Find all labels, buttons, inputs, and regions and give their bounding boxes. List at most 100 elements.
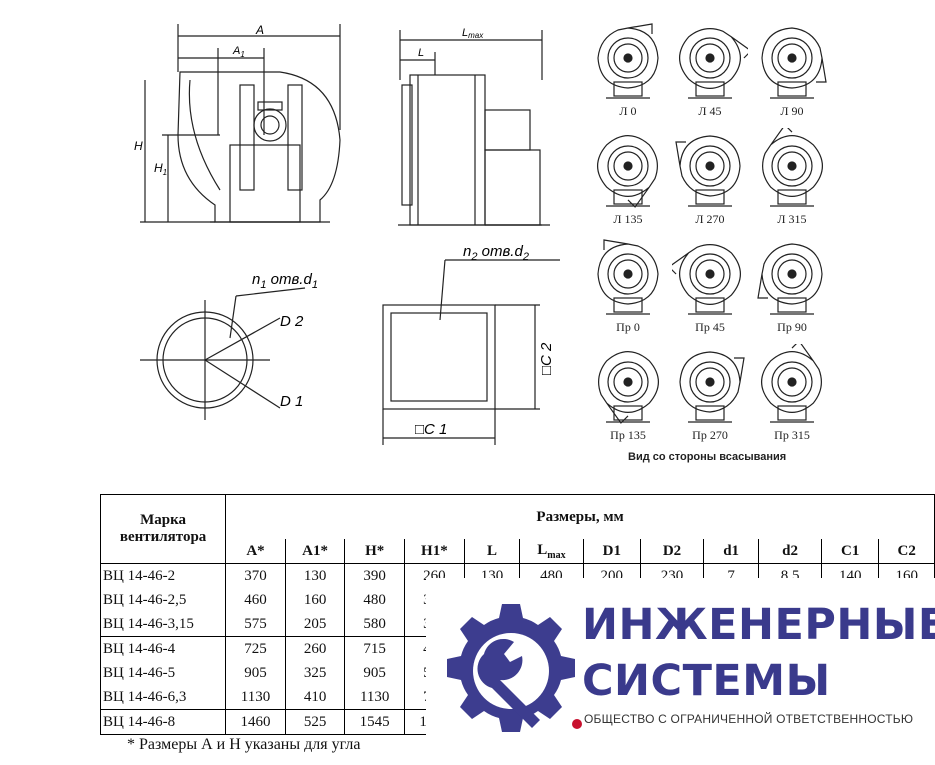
value-cell: 905 bbox=[344, 661, 405, 685]
fan-orientation-icon bbox=[596, 134, 658, 208]
fan-orientation-icon bbox=[597, 239, 659, 315]
value-cell: 725 bbox=[225, 636, 286, 661]
value-cell: 160 bbox=[284, 588, 345, 612]
fan-orientation-icon bbox=[598, 350, 660, 424]
value-cell: 1130 bbox=[240, 688, 271, 705]
value-cell: 390 bbox=[344, 563, 405, 588]
orientation-item: Пр 0 bbox=[590, 236, 666, 336]
value-cell: 525 bbox=[284, 709, 345, 735]
value-cell: 325 bbox=[284, 661, 345, 685]
fan-orientation-icon bbox=[762, 124, 824, 207]
front-view-drawing: A A1 H H1 bbox=[134, 23, 341, 223]
orientation-label: Пр 135 bbox=[610, 428, 646, 442]
column-header: D1 bbox=[582, 539, 641, 564]
column-header: d2 bbox=[758, 539, 822, 564]
dim-lmax-label: Lmax bbox=[462, 27, 484, 40]
column-header: L bbox=[463, 539, 520, 564]
logo-title-line2: СИСТЕМЫ bbox=[582, 656, 831, 706]
column-header: A* bbox=[225, 539, 286, 564]
square-flange-drawing: n2 отв.d2 □С 2 □С 1 bbox=[382, 243, 560, 445]
square-flange-callout: n2 отв.d2 bbox=[463, 243, 529, 263]
model-cell: ВЦ 14-46-5 bbox=[99, 661, 227, 685]
fan-orientation-icon bbox=[761, 27, 827, 99]
value-cell: 905 bbox=[244, 664, 267, 681]
dim-a1-label: A1 bbox=[232, 45, 245, 59]
value-cell: 1130 bbox=[344, 685, 405, 710]
dim-d1-label: D 1 bbox=[280, 393, 303, 410]
fan-orientation-icon bbox=[675, 135, 741, 207]
model-cell: ВЦ 14-46-2 bbox=[99, 563, 227, 588]
orientation-label: Л 45 bbox=[698, 104, 722, 118]
dim-d2-label: D 2 bbox=[280, 313, 304, 330]
orientation-label: Пр 0 bbox=[616, 320, 640, 334]
column-header: C1 bbox=[820, 539, 879, 564]
column-header: H1* bbox=[404, 539, 465, 564]
model-cell: ВЦ 14-46-2,5 bbox=[99, 588, 227, 612]
value-cell: 130 bbox=[284, 563, 345, 588]
value-cell: 1460 bbox=[225, 709, 286, 735]
logo-title-line1: ИНЖЕНЕРНЫЕ bbox=[582, 600, 935, 650]
column-header: A1* bbox=[284, 539, 345, 564]
orientation-item: Л 90 bbox=[754, 20, 830, 120]
orientation-label: Пр 270 bbox=[692, 428, 728, 442]
round-flange-drawing: n1 отв.d1 D 2 D 1 bbox=[140, 271, 318, 420]
orientation-label: Пр 315 bbox=[774, 428, 810, 442]
fan-orientation-icon bbox=[678, 28, 752, 99]
column-header: H* bbox=[344, 539, 405, 564]
model-cell: ВЦ 14-46-8 bbox=[99, 709, 227, 735]
column-header: d1 bbox=[703, 539, 759, 564]
orientation-label: Л 270 bbox=[695, 212, 725, 226]
dims-header: Размеры, мм bbox=[225, 494, 935, 539]
value-cell: 715 bbox=[344, 636, 405, 661]
column-header: D2 bbox=[639, 539, 704, 564]
dim-c1-label: □С 1 bbox=[415, 421, 447, 438]
value-cell: 460 bbox=[244, 591, 267, 608]
model-cell: ВЦ 14-46-4 bbox=[99, 636, 227, 661]
orientation-label: Л 315 bbox=[777, 212, 807, 226]
orientation-item: Пр 45 bbox=[668, 236, 748, 336]
orientation-item: Л 315 bbox=[754, 124, 830, 228]
value-cell: 1545 bbox=[344, 709, 405, 735]
fan-orientation-icon bbox=[760, 340, 822, 423]
column-header: Lmax bbox=[519, 539, 584, 564]
value-cell: 575 bbox=[244, 615, 267, 632]
orientation-item: Л 0 bbox=[590, 20, 666, 120]
value-cell: 410 bbox=[284, 685, 345, 710]
orientation-item: Пр 270 bbox=[672, 344, 748, 444]
dim-a-label: A bbox=[255, 23, 264, 37]
orientation-item: Л 135 bbox=[590, 128, 666, 228]
dim-l-label: L bbox=[418, 47, 424, 59]
column-header: C2 bbox=[878, 539, 935, 564]
orientation-label: Л 0 bbox=[619, 104, 637, 118]
value-cell: 480 bbox=[344, 588, 405, 612]
gear-wrench-logo-icon bbox=[447, 604, 582, 732]
dim-h1-label: H1 bbox=[154, 161, 167, 177]
orientation-item: Л 270 bbox=[672, 128, 748, 228]
dim-h-label: H bbox=[134, 139, 143, 153]
value-cell: 370 bbox=[244, 567, 267, 584]
model-cell: ВЦ 14-46-3,15 bbox=[99, 612, 227, 637]
orientation-item: Пр 135 bbox=[590, 344, 666, 444]
dim-c2-label: □С 2 bbox=[538, 342, 555, 375]
orientation-item: Пр 90 bbox=[754, 236, 830, 336]
orientation-label: Л 135 bbox=[613, 212, 643, 226]
footnote: * Размеры А и Н указаны для угла bbox=[127, 736, 361, 753]
value-cell: 260 bbox=[284, 636, 345, 661]
fan-orientation-icon bbox=[757, 243, 823, 315]
fan-orientation-icon bbox=[668, 244, 742, 315]
model-cell: ВЦ 14-46-6,3 bbox=[99, 685, 227, 710]
side-view-drawing: Lmax L bbox=[398, 27, 550, 226]
value-cell: 580 bbox=[344, 612, 405, 637]
orientation-label: Пр 90 bbox=[777, 320, 807, 334]
orientation-caption: Вид со стороны всасывания bbox=[628, 451, 787, 463]
model-header: Марка вентилятора bbox=[99, 494, 227, 564]
round-flange-callout: n1 отв.d1 bbox=[252, 271, 318, 291]
orientation-label: Л 90 bbox=[780, 104, 804, 118]
fan-orientation-icon bbox=[597, 23, 659, 99]
orientation-item: Л 45 bbox=[672, 20, 752, 120]
orientation-label: Пр 45 bbox=[695, 320, 725, 334]
value-cell: 205 bbox=[284, 612, 345, 637]
fan-orientation-icon bbox=[679, 351, 745, 423]
orientation-item: Пр 315 bbox=[754, 340, 830, 444]
